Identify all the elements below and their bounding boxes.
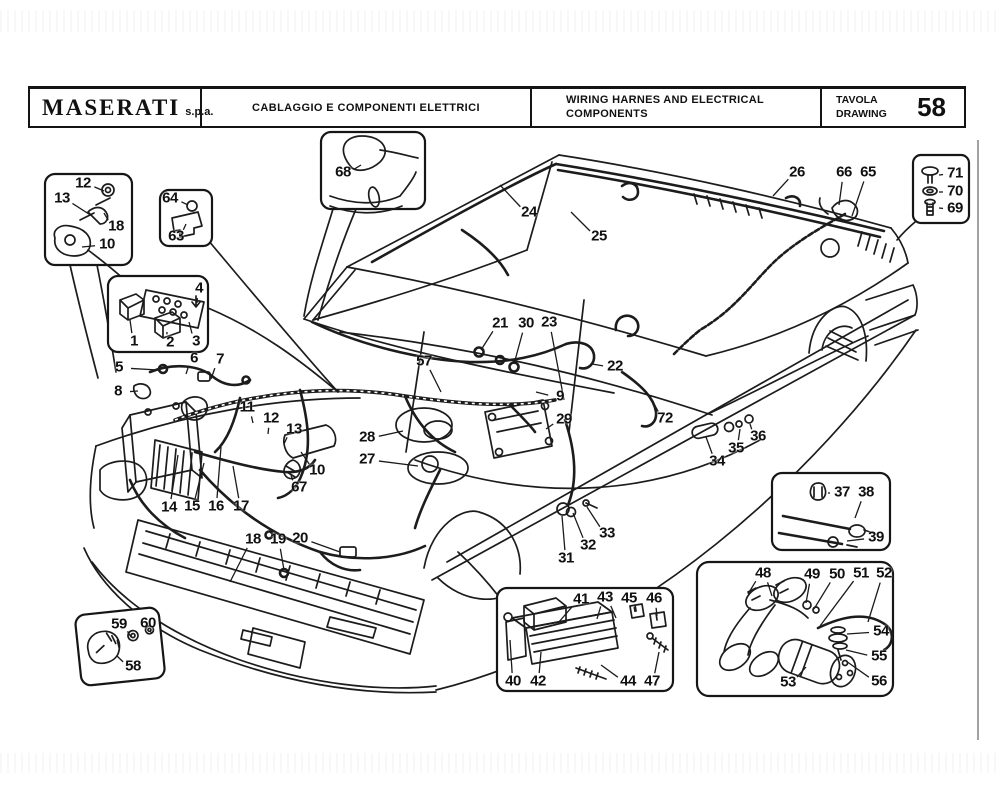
leader-line-18 <box>103 212 109 221</box>
leader-line-11 <box>250 416 254 424</box>
leader-line-72 <box>651 399 659 412</box>
leader-line-46 <box>655 607 658 617</box>
inset-connector-detail <box>158 188 339 393</box>
leader-line-25 <box>570 211 591 232</box>
leader-line-32 <box>572 512 584 539</box>
leader-line-68 <box>353 164 362 170</box>
leader-line-10 <box>300 451 310 465</box>
leader-line-20 <box>311 541 341 553</box>
leader-line-8 <box>129 390 139 393</box>
leader-line-23 <box>550 331 565 401</box>
wiring-harnesses <box>128 162 886 579</box>
leader-line-67 <box>290 474 294 481</box>
leader-line-30 <box>513 332 524 365</box>
leader-line-16 <box>216 446 222 499</box>
leader-line-59 <box>126 631 132 638</box>
title-italian: CABLAGGIO E COMPONENTI ELETTRICI <box>202 89 532 126</box>
leader-line-64 <box>181 201 189 206</box>
leader-line-53 <box>796 666 807 678</box>
leader-line-50 <box>813 582 831 610</box>
leader-line-39 <box>846 538 865 542</box>
leader-line-22 <box>591 363 604 367</box>
leader-line-19 <box>279 548 285 571</box>
leader-line-1 <box>129 319 133 334</box>
brand-name: MASERATI <box>42 94 181 120</box>
leader-line-56 <box>845 660 870 678</box>
leader-line-31 <box>561 515 566 551</box>
title-english-line2: COMPONENTS <box>566 107 648 120</box>
leader-line-66 <box>838 181 843 206</box>
drawing-number: 58 <box>917 92 946 122</box>
leader-line-41 <box>557 605 574 624</box>
leader-line-26 <box>772 178 789 197</box>
leader-line-12 <box>267 427 270 435</box>
car-body <box>83 154 919 694</box>
inset-horn-button-detail <box>74 606 166 687</box>
title-english-line1: WIRING HARNES AND ELECTRICAL <box>566 93 765 106</box>
leader-line-58 <box>116 655 124 663</box>
leader-line-10 <box>81 245 96 248</box>
leader-line-44 <box>600 664 619 678</box>
inset-fastener-detail <box>896 153 971 241</box>
leader-line-24 <box>499 184 521 208</box>
page-edge-shadow <box>977 140 979 740</box>
leader-line-18 <box>229 547 248 583</box>
leader-line-7 <box>210 367 216 380</box>
inset-clip-cable-detail <box>770 471 892 552</box>
leader-line-33 <box>586 506 601 528</box>
leader-line-57 <box>429 369 442 393</box>
leader-line-49 <box>805 583 811 604</box>
leader-line-35 <box>737 428 741 441</box>
inset-battery-terminal-detail <box>43 172 134 379</box>
leader-line-13 <box>72 202 93 217</box>
leader-line-36 <box>749 423 753 430</box>
leader-line-52 <box>867 582 881 623</box>
leader-line-47 <box>654 651 660 674</box>
leader-line-43 <box>610 605 617 619</box>
leader-line-12 <box>94 186 105 192</box>
title-block: MASERATI s.p.a. CABLAGGIO E COMPONENTI E… <box>28 86 966 128</box>
leader-line-38 <box>854 501 862 519</box>
leader-line-3 <box>188 321 193 334</box>
leader-line-13 <box>283 437 288 445</box>
leader-line-28 <box>378 430 404 437</box>
engine-bay-components <box>121 396 754 518</box>
leader-line-6 <box>185 366 189 375</box>
leader-line-27 <box>378 460 419 467</box>
drawing-label-line2: DRAWING <box>836 107 887 120</box>
leader-line-48 <box>747 580 757 595</box>
leader-line-55 <box>845 649 868 656</box>
brand-suffix: s.p.a. <box>185 105 214 118</box>
leader-line-51 <box>819 580 855 627</box>
leader-line-63 <box>182 223 187 231</box>
leader-line-65 <box>851 181 865 217</box>
inset-relay-bracket-detail <box>457 551 675 693</box>
leader-line-43 <box>596 606 602 620</box>
leader-line-5 <box>130 367 159 371</box>
inset-relay-fusebox-detail <box>106 274 339 393</box>
title-english: WIRING HARNES AND ELECTRICAL COMPONENTS <box>532 89 822 126</box>
leader-line-14 <box>170 454 179 500</box>
leader-line-21 <box>480 330 494 351</box>
inset-hose-loom-detail <box>303 130 427 321</box>
drawing-cell: TAVOLA DRAWING 58 <box>822 89 964 126</box>
leader-line-42 <box>538 651 542 674</box>
leader-line-17 <box>232 465 240 499</box>
drawing-label: TAVOLA DRAWING <box>836 94 887 121</box>
leader-line-34 <box>705 436 713 454</box>
leader-line-29 <box>545 423 554 430</box>
leader-line-40 <box>509 639 513 674</box>
leader-line-48 <box>766 582 773 597</box>
brand-cell: MASERATI s.p.a. <box>30 89 213 126</box>
drawing-label-line1: TAVOLA <box>836 93 878 106</box>
leader-line-60 <box>149 630 152 634</box>
leader-line-45 <box>633 607 636 613</box>
leader-line-9 <box>535 391 549 396</box>
inset-air-horn-detail <box>695 560 895 698</box>
leader-line-54 <box>846 631 870 635</box>
leader-line-15 <box>194 462 205 499</box>
